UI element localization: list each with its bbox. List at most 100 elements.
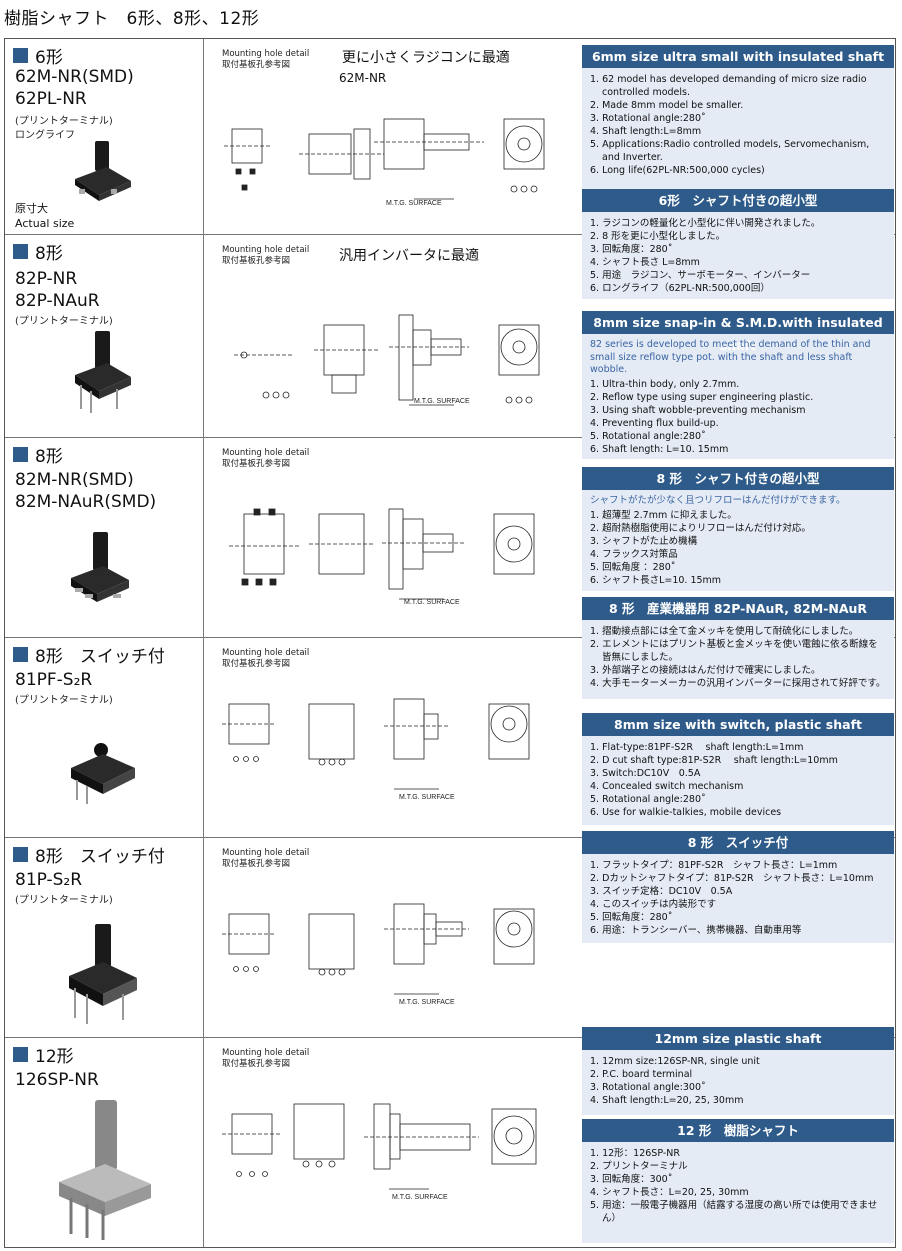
panel-item: 6. ロングライフ（62PL-NR:500,000回） — [590, 283, 770, 294]
panel-item: 2. エレメントにはプリント基板と金メッキを使い電蝕に依る断線を皆無にしました。 — [590, 639, 878, 663]
panel-item: 1. 摺動接点部には全て金メッキを使用して耐硫化にしました。 — [590, 626, 859, 637]
panel-item: 3. Rotational angle:280˚ — [590, 113, 706, 124]
panel-item: 3. シャフトがた止め機構 — [590, 535, 698, 547]
model-cell: 8形 82M-NR(SMD) 82M-NAuR(SMD) — [5, 438, 204, 637]
panel-item: 5. Rotational angle:280˚ — [590, 794, 706, 805]
panel-item: 2. Made 8mm model be smaller. — [590, 100, 744, 111]
model-cell: 6形 62M-NR(SMD) 62PL-NR (プリントターミナル) ロングライ… — [5, 39, 204, 234]
dimension-drawing: M.T.G. SURFACE — [222, 903, 535, 1006]
panel-item: 4. Shaft length:L=8mm — [590, 126, 702, 137]
panel-title: 8 形 スイッチ付 — [582, 831, 894, 854]
panel-item: 3. 回転角度：300˚ — [590, 1174, 673, 1185]
panel-item: 3. 回転角度：280˚ — [590, 244, 673, 255]
bullet-square-icon — [13, 1047, 28, 1062]
spec-panel-8mm-industrial: 8 形 産業機器用 82P-NAuR, 82M-NAuR 1. 摺動接点部には全… — [582, 597, 894, 699]
model-size: 8形 スイッチ付 — [35, 647, 165, 667]
model-sub: ロングライフ — [15, 130, 75, 141]
panel-item: 1. ラジコンの軽量化と小型化に伴い開発されました。 — [590, 218, 821, 229]
panel-item: 2. プリントターミナル — [590, 1161, 688, 1172]
model-sub: (プリントターミナル) — [15, 895, 113, 906]
panel-item: 1. Flat-type:81PF-S2R shaft length:L=1mm — [590, 742, 804, 753]
panel-title: 8mm size snap-in & S.M.D.with insulated … — [582, 311, 894, 353]
model-name: 62PL-NR — [15, 89, 87, 109]
panel-item: 2. 超耐熱樹脂使用によりリフローはんだ付け対応。 — [590, 522, 811, 534]
panel-lead: シャフトがたが少なく且つリフローはんだ付けができます。 — [590, 495, 846, 506]
model-name: 62M-NR(SMD) — [15, 67, 134, 87]
model-sub: (プリントターミナル) — [15, 116, 113, 127]
bullet-square-icon — [13, 447, 28, 462]
panel-item: 2. 8 形を更に小型化しました。 — [590, 231, 726, 242]
model-size: 12形 — [35, 1047, 74, 1067]
dimension-drawing: M.T.G. SURFACE — [222, 698, 530, 801]
panel-item: 4. Preventing flux build-up. — [590, 417, 719, 429]
panel-item: 4. 大手モーターメーカーの汎用インバーターに採用されて好評です。 — [590, 678, 886, 689]
spec-panel-12mm-jp: 12 形 樹脂シャフト 1. 12形：126SP-NR 2. プリントターミナル… — [582, 1119, 894, 1243]
bullet-square-icon — [13, 244, 28, 259]
dimension-drawing: M.T.G. SURFACE — [224, 118, 545, 207]
panel-item: 3. Switch:DC10V 0.5A — [590, 768, 701, 779]
model-size: 8形 — [35, 447, 63, 467]
panel-item: 5. 回転角度：280˚ — [590, 912, 673, 923]
potentiometer-photo — [75, 331, 131, 413]
row-8-size-smd: 8形 82M-NR(SMD) 82M-NAuR(SMD) Mounting ho… — [5, 438, 895, 638]
panel-item: 6. Shaft length: L=10. 15mm — [590, 443, 729, 455]
drawing-model: 62M-NR — [339, 71, 387, 85]
model-sub: (プリントターミナル) — [15, 695, 113, 706]
page-title: 樹脂シャフト 6形、8形、12形 — [4, 9, 260, 29]
actual-size-en: Actual size — [15, 217, 75, 230]
panel-item: 2. D cut shaft type:81P-S2R shaft length… — [590, 755, 838, 766]
model-name: 82M-NR(SMD) — [15, 470, 134, 490]
panel-title: 6mm size ultra small with insulated shaf… — [582, 45, 894, 68]
model-name: 82P-NR — [15, 269, 78, 289]
panel-item: 1. 12mm size:126SP-NR, single unit — [590, 1056, 760, 1067]
svg-text:M.T.G. SURFACE: M.T.G. SURFACE — [404, 599, 460, 606]
svg-text:M.T.G. SURFACE: M.T.G. SURFACE — [399, 999, 455, 1006]
panel-item: 4. Concealed switch mechanism — [590, 781, 744, 792]
panel-item: 3. Using shaft wobble-preventing mechani… — [590, 404, 806, 416]
panel-title: 8 形 産業機器用 82P-NAuR, 82M-NAuR — [582, 597, 894, 620]
panel-item: 1. 12形：126SP-NR — [590, 1148, 680, 1159]
model-cell: 8形 スイッチ付 81P-S₂R (プリントターミナル) — [5, 838, 204, 1037]
panel-title: 12 形 樹脂シャフト — [582, 1119, 894, 1142]
panel-item: 3. Rotational angle:300˚ — [590, 1082, 706, 1093]
dimension-drawing: M.T.G. SURFACE — [234, 314, 540, 406]
spec-table: 6形 62M-NR(SMD) 62PL-NR (プリントターミナル) ロングライ… — [4, 38, 896, 1248]
bullet-square-icon — [13, 48, 28, 63]
model-name: 126SP-NR — [15, 1070, 99, 1090]
potentiometer-photo — [71, 743, 135, 804]
potentiometer-photo — [71, 532, 129, 602]
model-name: 82M-NAuR(SMD) — [15, 492, 157, 512]
model-size: 8形 — [35, 244, 63, 264]
panel-item: 1. Ultra-thin body, only 2.7mm. — [590, 378, 740, 390]
row-8-size-switch-flat: 8形 スイッチ付 81PF-S₂R (プリントターミナル) Mounting h… — [5, 638, 895, 838]
panel-item: 5. 回転角度 ：280˚ — [590, 561, 676, 573]
spec-panel-6mm-jp: 6形 シャフト付きの超小型 1. ラジコンの軽量化と小型化に伴い開発されました。… — [582, 189, 894, 299]
spec-panel-12mm-en: 12mm size plastic shaft 1. 12mm size:126… — [582, 1027, 894, 1115]
spec-panel-switch-en: 8mm size with switch, plastic shaft 1. F… — [582, 713, 894, 825]
panel-item: 4. シャフト長さ L=8mm — [590, 257, 700, 268]
model-name: 81P-S₂R — [15, 870, 83, 890]
dimension-drawing: M.T.G. SURFACE — [222, 1103, 537, 1201]
panel-item: 6. 用途：トランシーバー、携帯機器、自動車用等 — [590, 925, 802, 936]
model-sub: (プリントターミナル) — [15, 316, 113, 327]
svg-text:M.T.G. SURFACE: M.T.G. SURFACE — [386, 200, 442, 207]
panel-item: 5. 用途 ラジコン、サーボモーター、インバーター — [590, 270, 811, 281]
panel-title: 8 形 シャフト付きの超小型 — [582, 467, 894, 490]
model-size: 6形 — [35, 48, 63, 68]
svg-text:M.T.G. SURFACE: M.T.G. SURFACE — [399, 794, 455, 801]
model-cell: 12形 126SP-NR — [5, 1038, 204, 1247]
panel-item: 6. シャフト長さL=10. 15mm — [590, 574, 722, 586]
potentiometer-photo — [59, 1100, 151, 1240]
spec-panel-6mm-en: 6mm size ultra small with insulated shaf… — [582, 45, 894, 189]
panel-item: 2. Reflow type using super engineering p… — [590, 391, 814, 403]
panel-item: 2. P.C. board terminal — [590, 1069, 693, 1080]
panel-item: 2. Dカットシャフトタイプ：81P-S2R シャフト長さ：L=10mm — [590, 873, 874, 884]
